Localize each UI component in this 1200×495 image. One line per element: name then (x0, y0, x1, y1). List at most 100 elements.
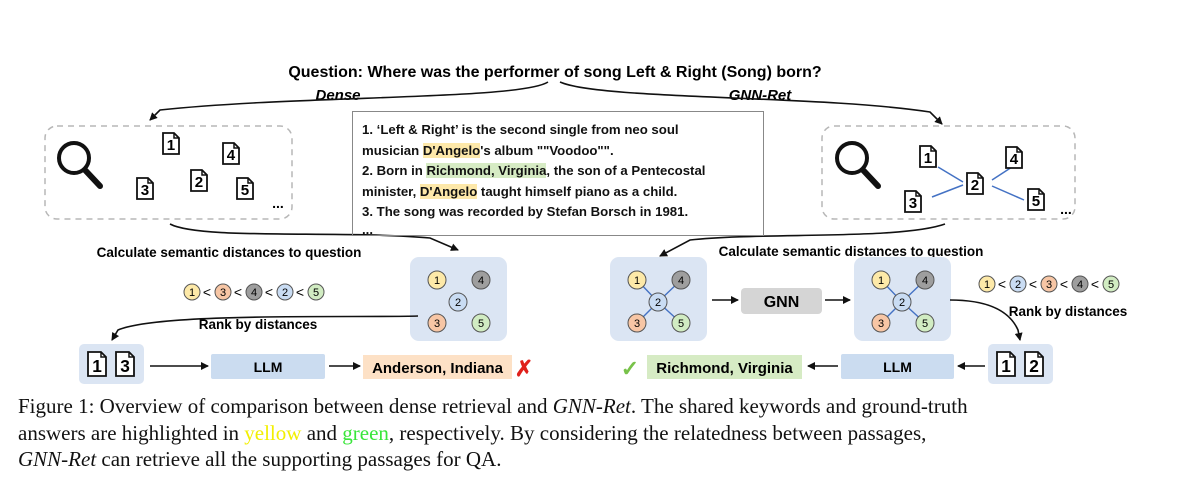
document-number: 1 (167, 137, 175, 154)
document-icon: 3 (904, 190, 922, 213)
rank-node-label: 1 (984, 279, 990, 291)
rank-node-label: 2 (1015, 279, 1021, 291)
caption-text: and (301, 420, 343, 445)
document-number: 3 (909, 195, 917, 212)
arrow-rank-left (111, 315, 419, 341)
caption-text: Figure 1: Overview of comparison between… (18, 394, 553, 418)
rank-node-label: 4 (1077, 279, 1083, 291)
caption-text: answers are highlighted in (18, 420, 245, 445)
gnn-ret-label: GNN-Ret (729, 87, 793, 104)
rank-node (1102, 275, 1120, 293)
calc-label-right: Calculate semantic distances to question (719, 244, 984, 259)
rank-separator: < (1060, 276, 1068, 292)
passage-links (931, 166, 1025, 201)
llm-label-left: LLM (254, 359, 283, 375)
ranking-right: 1<2<3<4<5 (978, 275, 1120, 293)
rank-separator: < (1091, 276, 1099, 292)
answer-left-bg (363, 355, 512, 379)
rank-node (245, 283, 263, 301)
retrieved-passages-box: 1. ‘Left & Right’ is the second single f… (352, 111, 764, 236)
arrow-to-dense-graph (169, 223, 459, 251)
answer-right: Richmond, Virginia (656, 360, 793, 377)
passage-2-line-2: minister, D'Angelo taught himself piano … (362, 182, 754, 203)
graph-node-label: 4 (922, 275, 928, 287)
llm-box-left (211, 354, 325, 379)
rank-separator: < (203, 284, 211, 300)
document-icon: 2 (1024, 351, 1044, 377)
graph-node-label: 4 (478, 275, 484, 287)
rank-node (1009, 275, 1027, 293)
caption-text: . The shared keywords and ground-truth (630, 394, 968, 418)
document-icon: 1 (162, 132, 180, 155)
rank-label-right: Rank by distances (1009, 304, 1128, 319)
graph-node-label: 4 (678, 275, 684, 287)
document-number: 2 (1029, 356, 1039, 376)
graph-node-label: 2 (655, 297, 661, 309)
rank-separator: < (234, 284, 242, 300)
rank-node-label: 5 (1108, 279, 1114, 291)
graph-node-label: 5 (922, 318, 928, 330)
question-text: Question: Where was the performer of son… (288, 64, 821, 81)
graph-node (471, 313, 491, 333)
document-number: 2 (195, 174, 203, 191)
check-icon: ✓ (621, 356, 639, 381)
rank-node (978, 275, 996, 293)
rank-node (1071, 275, 1089, 293)
graph-node (671, 270, 691, 290)
passage-text: 2. Born in (362, 163, 427, 178)
dense-label: Dense (315, 87, 360, 104)
graph-node-label: 5 (678, 318, 684, 330)
rank-node-label: 3 (1046, 279, 1052, 291)
answer-left: Anderson, Indiana (372, 360, 504, 377)
cross-icon: ✗ (515, 356, 533, 381)
graph-node-label: 1 (878, 275, 884, 287)
document-icon: 1 (919, 145, 937, 168)
rank-node (183, 283, 201, 301)
arrow-rank-right (949, 299, 1023, 341)
caption-text: , respectively. By considering the relat… (388, 420, 927, 445)
graph-node-label: 3 (634, 318, 640, 330)
gnn-box (741, 288, 822, 314)
graph-node-label: 1 (634, 275, 640, 287)
document-icon: 2 (190, 169, 208, 192)
passage-text: minister, (362, 183, 420, 199)
rank-label-left: Rank by distances (199, 317, 318, 332)
document-number: 1 (92, 356, 102, 376)
answer-highlight: Richmond, Virginia (426, 163, 547, 178)
graph-node (448, 292, 468, 312)
ranking-left: 1<3<4<2<5 (183, 283, 325, 301)
graph-node (915, 270, 935, 290)
graph-node (892, 292, 912, 312)
passage-text: musician (362, 142, 423, 158)
rank-node (214, 283, 232, 301)
graph-node-label: 3 (878, 318, 884, 330)
caption-method: GNN-Ret (552, 394, 631, 418)
document-icon: 3 (136, 177, 154, 200)
graph-node (648, 292, 668, 312)
graph-node (627, 270, 647, 290)
rank-node (276, 283, 294, 301)
graph-node-label: 3 (434, 318, 440, 330)
document-number: 1 (1001, 356, 1011, 376)
passage-3-line-1: 3. The song was recorded by Stefan Borsc… (362, 204, 689, 219)
passage-text: taught himself piano as a child. (477, 183, 678, 199)
passage-text: 's album ""Voodoo"". (480, 142, 614, 158)
document-icon: 4 (1005, 146, 1023, 169)
search-icon (57, 141, 103, 189)
graph-node-label: 5 (478, 318, 484, 330)
caption-green: green (342, 420, 389, 445)
graph-node (427, 270, 447, 290)
input-graph: 1 2 3 4 5 (627, 270, 691, 333)
document-number: 5 (1032, 193, 1040, 210)
rank-separator: < (296, 284, 304, 300)
document-icon: 5 (236, 177, 254, 200)
keyword-highlight: D'Angelo (422, 142, 481, 158)
passage-text: , the son of a Pentecostal (546, 163, 706, 178)
caption-yellow: yellow (244, 420, 302, 445)
document-icon: 3 (115, 351, 135, 377)
graph-node-label: 2 (455, 297, 461, 309)
caption-method: GNN-Ret (18, 447, 97, 471)
